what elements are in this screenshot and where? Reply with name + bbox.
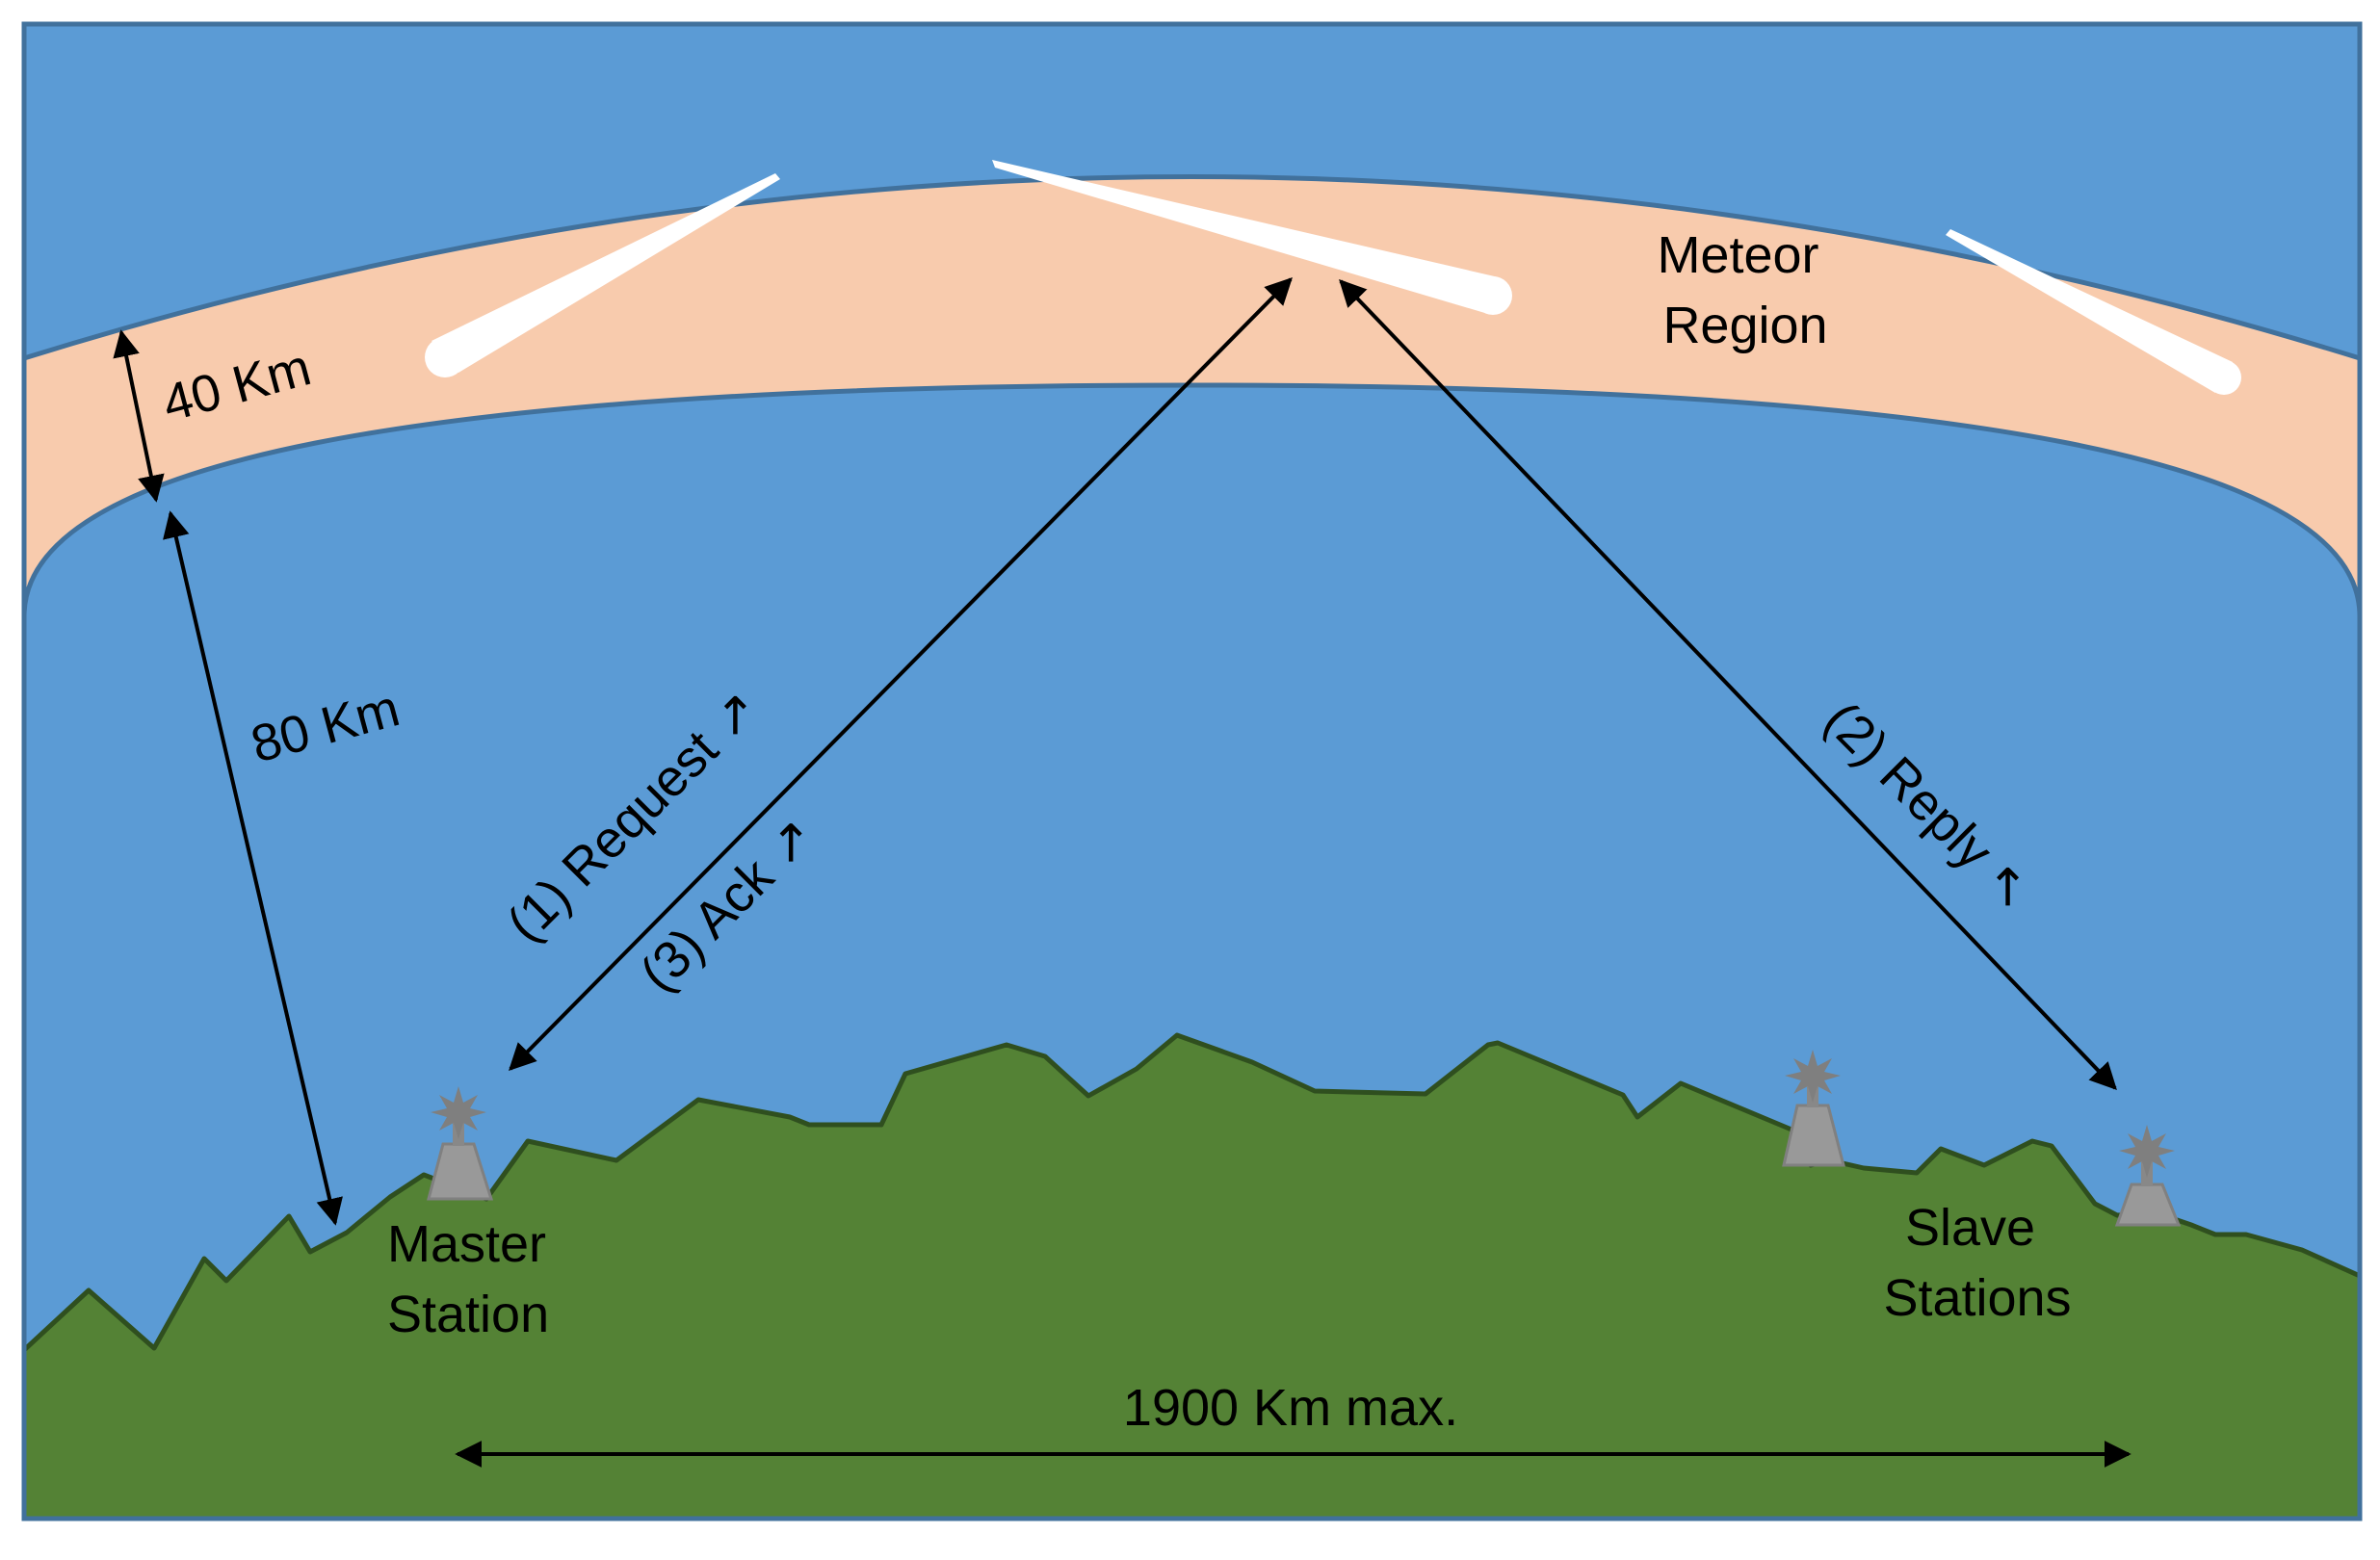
meteor-region-label: Meteor Region	[1657, 226, 1833, 354]
master-station-tower	[427, 1086, 494, 1201]
meteor-head	[1474, 276, 1512, 315]
meteor-head	[2207, 360, 2241, 395]
meteor-head	[425, 337, 465, 377]
slave-stations-label: Slave Stations	[1883, 1199, 2071, 1327]
altitude-arrow	[163, 510, 343, 1226]
reply-path-arrow	[1339, 278, 2117, 1091]
max-distance-label: 1900 Km max.	[1123, 1379, 1458, 1437]
diagram-frame	[21, 21, 2363, 1521]
band-thickness-arrow	[113, 329, 165, 503]
meteor-trail-icon	[992, 160, 1499, 314]
slave-station-tower	[2114, 1125, 2182, 1227]
master-station-label: Master Station	[387, 1215, 561, 1343]
request-ack-path-arrow	[509, 277, 1293, 1071]
